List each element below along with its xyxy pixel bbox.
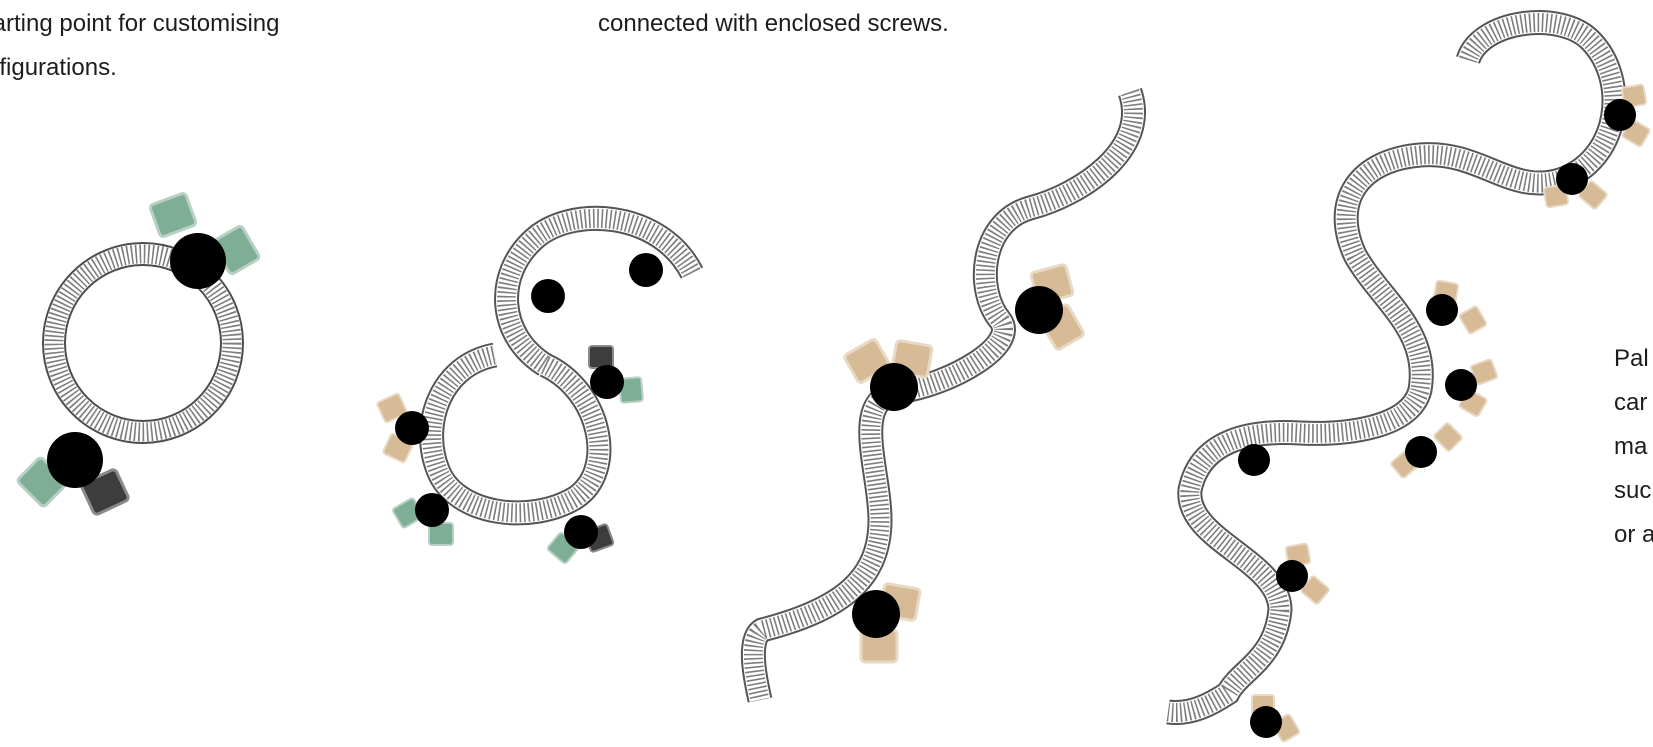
intro-paragraph-left: tarting point for customising nfiguratio… (0, 2, 279, 90)
table (1276, 560, 1308, 592)
intro-middle-line-1: connected with enclosed screws. (598, 10, 949, 37)
intro-left-line-1: tarting point for customising (0, 10, 280, 37)
table (1445, 369, 1477, 401)
bench-ring (42, 242, 244, 444)
chair (1300, 575, 1330, 605)
chair (1433, 422, 1463, 452)
intro-right-line-5: or a (1614, 521, 1653, 548)
table (590, 365, 624, 399)
table (1426, 294, 1458, 326)
config-ring (16, 192, 261, 516)
bench-s-curve-lower (419, 342, 612, 526)
intro-right-line-1: Pal (1614, 345, 1649, 372)
intro-right-line-2: car (1614, 389, 1648, 416)
intro-paragraph-right: Pal car ma suc or a (1614, 337, 1653, 557)
table (395, 411, 429, 445)
table (1250, 706, 1282, 738)
table (1556, 163, 1588, 195)
config-long-serpentine (1166, 10, 1651, 743)
table (564, 515, 598, 549)
table (47, 432, 103, 488)
intro-left-line-2: nfigurations. (0, 54, 117, 81)
table (1604, 99, 1636, 131)
config-s-curve (376, 205, 704, 564)
table (1238, 444, 1270, 476)
chair (1458, 305, 1488, 335)
table (1405, 436, 1437, 468)
table (531, 279, 565, 313)
intro-paragraph-middle: connected with enclosed screws. (598, 2, 949, 46)
bench-serpentine (1166, 10, 1627, 726)
config-wave (740, 87, 1146, 703)
table (415, 493, 449, 527)
chair (376, 392, 408, 424)
table (852, 590, 900, 638)
table (870, 363, 918, 411)
chair (148, 192, 198, 238)
bench-s-curve-upper (494, 205, 704, 376)
bench-wave (740, 87, 1146, 703)
table (1015, 286, 1063, 334)
table (629, 253, 663, 287)
table (170, 233, 226, 289)
chair (588, 345, 614, 369)
intro-right-line-4: suc (1614, 477, 1652, 504)
intro-right-line-3: ma (1614, 433, 1648, 460)
